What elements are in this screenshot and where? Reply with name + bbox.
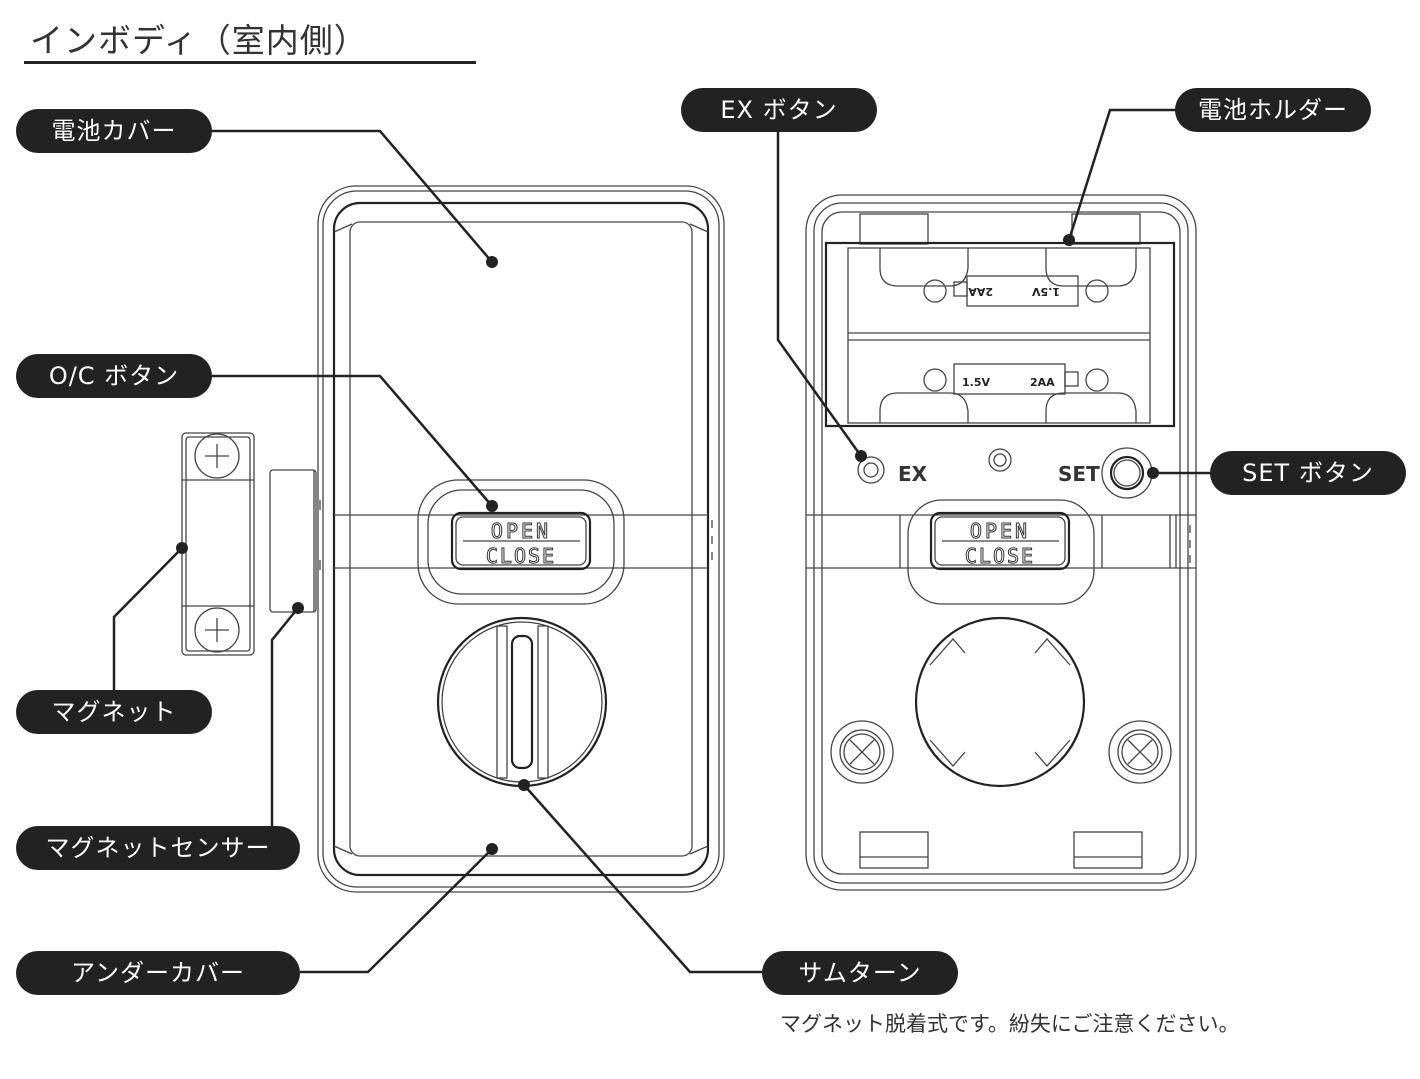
title-underline — [24, 61, 476, 64]
magnet — [181, 432, 255, 656]
caution-note: マグネット脱着式です。紛失にご注意ください。 — [780, 1012, 1240, 1036]
label-set-button: SET ボタン — [1210, 451, 1406, 495]
leader-set-button — [1147, 467, 1212, 479]
set-marking: SET — [1058, 462, 1100, 486]
leader-battery-cover — [210, 129, 498, 268]
label-battery-holder: 電池ホルダー — [1175, 88, 1371, 132]
ex-marking: EX — [898, 462, 928, 486]
open-marking-right: OPEN — [970, 519, 1030, 543]
oc-button-left: OPEN CLOSE — [417, 479, 625, 605]
oc-button-right: OPEN CLOSE — [899, 499, 1103, 605]
label-magnet-sensor: マグネットセンサー — [16, 826, 300, 870]
label-battery-cover: 電池カバー — [16, 109, 212, 153]
label-thumb-turn: サムターン — [762, 951, 958, 995]
leader-magnet-sensor — [270, 602, 304, 826]
label-ex-button: EX ボタン — [681, 88, 877, 132]
ex-button: EX — [857, 456, 928, 486]
screw-right — [1108, 720, 1172, 784]
inbody-front-unit — [317, 185, 725, 893]
close-marking-right: CLOSE — [965, 544, 1035, 568]
battery-holder: 2AA 1.5V 1.5V 2AA — [824, 241, 1176, 428]
magnet-sensor — [269, 469, 317, 613]
thumb-turn — [436, 616, 608, 788]
leader-under-cover — [300, 843, 498, 974]
leader-oc-button — [210, 374, 498, 512]
center-indicator — [988, 448, 1012, 472]
battery-top-voltage: 1.5V — [1032, 285, 1060, 298]
battery-top-size: 2AA — [968, 285, 993, 298]
set-button: SET — [1058, 447, 1153, 499]
leader-thumb-turn — [518, 779, 765, 974]
label-magnet: マグネット — [16, 690, 212, 734]
thumb-turn-socket — [914, 616, 1086, 788]
label-under-cover: アンダーカバー — [16, 951, 300, 995]
open-marking: OPEN — [491, 519, 551, 543]
label-oc-button: O/C ボタン — [16, 354, 212, 398]
close-marking: CLOSE — [486, 544, 556, 568]
screw-left — [830, 720, 894, 784]
diagram-title: インボディ（室内側） — [30, 21, 368, 60]
leader-ex-button — [776, 130, 867, 462]
leader-battery-holder — [1063, 108, 1178, 246]
battery-bottom-voltage: 1.5V — [962, 376, 990, 389]
battery-bottom-size: 2AA — [1030, 376, 1055, 389]
leader-magnet — [112, 542, 188, 690]
inbody-open-unit — [805, 194, 1197, 891]
